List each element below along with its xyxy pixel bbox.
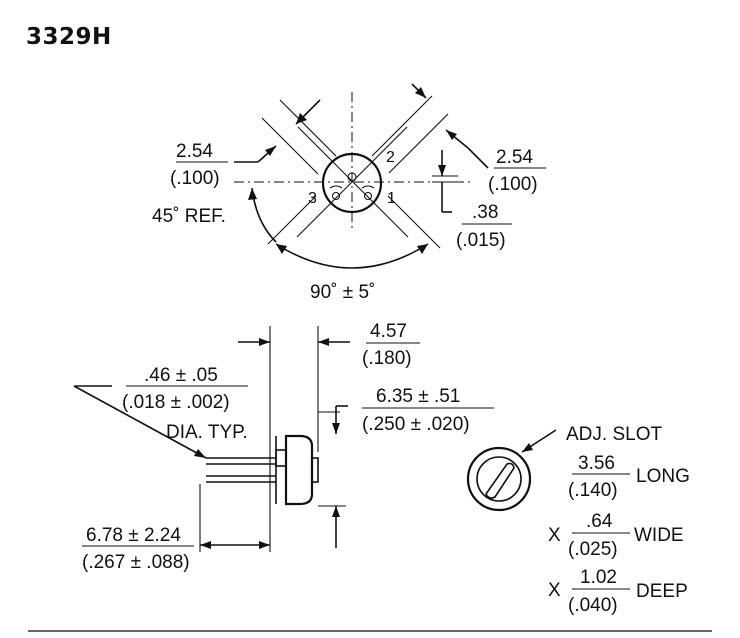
adj-slot-view: ADJ. SLOT 3.56 (.140) LONG X .64 (.025) … — [466, 424, 690, 616]
slot-deep-in: (.040) — [568, 595, 618, 616]
slot-leader-arrowhead — [522, 443, 533, 452]
ref-angle-label: 45˚ REF. — [152, 206, 226, 227]
left-pitch-arrowhead — [265, 146, 276, 156]
ninety-arrow-left — [276, 244, 287, 254]
slot-deep-mm: 1.02 — [580, 567, 617, 588]
ninety-degree-arc — [275, 243, 429, 269]
housing-circle — [321, 152, 383, 214]
pin-2-label: 2 — [386, 149, 395, 166]
height-mm: 4.57 — [370, 321, 407, 342]
pin-dia-arrowhead — [194, 449, 206, 458]
slot-wide-in: (.025) — [568, 539, 618, 560]
slot-shape — [485, 462, 515, 499]
pin-mark-3 — [329, 185, 343, 189]
lead-len-in: (.267 ± .088) — [82, 552, 190, 573]
pin-dia-note: DIA. TYP. — [166, 422, 248, 443]
diagonal-axis-b — [296, 126, 408, 238]
standoff-in: (.250 ± .020) — [362, 414, 470, 435]
slot-deep-word: DEEP — [636, 581, 688, 602]
pin-hole-1 — [363, 191, 373, 201]
slot-wide-mm: .64 — [586, 511, 613, 532]
diagonal-axis-a — [297, 126, 409, 238]
right-pitch-in: (.100) — [488, 174, 538, 195]
slot-outer-circle — [466, 446, 532, 512]
slot-label: ADJ. SLOT — [566, 424, 662, 445]
left-pitch-mm: 2.54 — [176, 141, 213, 162]
side-view: 4.57 (.180) .46 ± .05 (.018 ± .002) DIA.… — [73, 321, 494, 573]
pot-adjust-knob — [311, 457, 319, 483]
ext-line-lower-right — [387, 195, 441, 249]
part-number-title: 3329H — [26, 24, 112, 50]
center-pin — [347, 172, 357, 182]
slot-wide-word: WIDE — [634, 525, 684, 546]
height-in: (.180) — [362, 348, 412, 369]
top-left-arrowhead — [296, 113, 307, 124]
slot-long-in: (.140) — [568, 480, 618, 501]
standoff-mm: 6.35 ± .51 — [376, 386, 460, 407]
pin-mark-1 — [361, 185, 375, 189]
right-pitch-leader — [467, 147, 489, 169]
ref-angle-arrowhead — [248, 188, 257, 200]
ext-line-right-2 — [388, 113, 449, 174]
ext-line-left-2 — [279, 99, 337, 157]
lead-len-arrowhead-right — [259, 541, 270, 549]
right-pitch-arrowhead — [446, 130, 457, 140]
ninety-arrow-right — [417, 244, 428, 254]
slot-wide-prefix: X — [548, 525, 561, 546]
left-pitch-in: (.100) — [170, 168, 220, 189]
pin-dia-in: (.018 ± .002) — [122, 392, 230, 413]
slot-long-mm: 3.56 — [578, 453, 615, 474]
pin-3-label: 3 — [308, 190, 317, 207]
top-view: 2 1 3 2.54 (.100) 2.54 (.100) .38 (.015) — [152, 83, 546, 303]
offset-mm: .38 — [472, 202, 498, 223]
standoff-arrowhead-bottom — [332, 506, 340, 517]
pin-1-label: 1 — [387, 190, 396, 207]
pin-dia-mm: .46 ± .05 — [144, 365, 218, 386]
pin-hole-3 — [331, 191, 341, 201]
ext-line-lower-left — [267, 195, 317, 245]
ext-line-left-1 — [261, 117, 319, 175]
pot-body — [284, 434, 314, 506]
ext-line-right-1 — [371, 95, 433, 157]
height-arrowhead-left — [259, 338, 270, 346]
offset-arrowhead-top — [438, 165, 446, 176]
slot-inner-circle — [476, 456, 522, 502]
pot-shaft-stub — [275, 449, 287, 467]
lead-len-arrowhead-left — [200, 541, 211, 549]
lead-len-mm: 6.78 ± 2.24 — [86, 525, 181, 546]
standoff-arrowhead-top — [332, 423, 340, 434]
angle-label: 90˚ ± 5˚ — [310, 282, 375, 303]
pin-dia-leader — [73, 385, 207, 459]
top-right-arrowhead — [415, 87, 426, 98]
offset-in: (.015) — [456, 230, 506, 251]
height-arrowhead-right — [318, 338, 329, 346]
slot-deep-prefix: X — [548, 580, 561, 601]
right-pitch-mm: 2.54 — [496, 147, 533, 168]
slot-long-word: LONG — [636, 466, 690, 487]
